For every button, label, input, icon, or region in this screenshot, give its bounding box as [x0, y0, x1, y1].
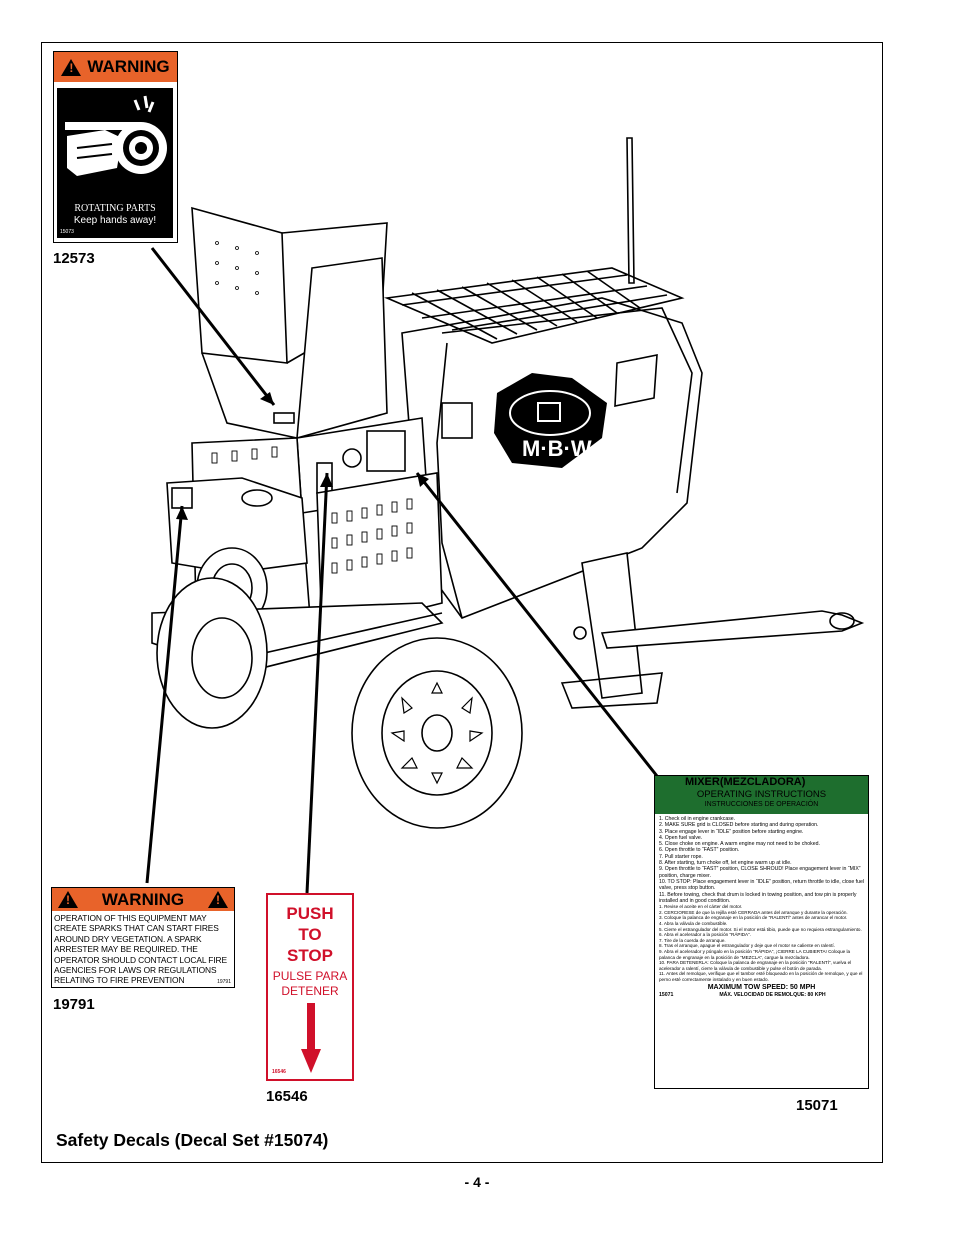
page-frame — [41, 42, 883, 1163]
decal-small-code: 19791 — [217, 979, 231, 985]
max-tow-speed: MAXIMUM TOW SPEED: 50 MPH — [707, 984, 816, 992]
warning-triangle-icon — [207, 891, 228, 908]
page-caption: Safety Decals (Decal Set #15074) — [56, 1130, 329, 1150]
warning-triangle-icon — [58, 891, 78, 908]
decal-operating-instructions: MIXER(MEZCLADORA) OPERATING INSTRUCTIONS… — [654, 775, 869, 1089]
instructions-header: MIXER(MEZCLADORA) OPERATING INSTRUCTIONS… — [655, 776, 868, 814]
pointer-16546 — [305, 472, 329, 894]
pulse-para-detener-text: PULSE PARA DETENER — [272, 969, 348, 998]
mbw-logo: M·B·W — [494, 373, 607, 468]
pole — [626, 137, 635, 284]
rotating-parts-panel: ROTATING PARTS Keep hands away! 15073 — [57, 88, 173, 238]
page-number: - 4 - — [464, 1174, 490, 1190]
decal-rotating-parts: WARNING ROTATING PARTS Keep hands away! … — [53, 51, 178, 243]
warning-triangle-icon — [61, 58, 82, 76]
push-to-stop-text: PUSH TO STOP — [286, 904, 334, 965]
warning-header: WARNING — [52, 888, 234, 911]
fire-warning-text: OPERATION OF THIS EQUIPMENT MAY CREATE S… — [54, 913, 227, 986]
decal-small-code: 15071 — [659, 992, 674, 999]
max-tow-speed-es: MÁX. VELOCIDAD DE REMOLQUE: 80 KPH — [719, 992, 826, 999]
pointer-12573 — [150, 247, 276, 406]
safety-grid — [384, 267, 685, 344]
svg-text:M·B·W: M·B·W — [522, 436, 592, 461]
down-arrow-icon — [301, 1003, 321, 1073]
part-number-12573: 12573 — [53, 250, 95, 267]
hand-pinch-point-icon — [65, 95, 167, 176]
part-number-15071: 15071 — [796, 1097, 838, 1114]
part-number-19791: 19791 — [53, 996, 95, 1013]
hopper — [191, 206, 288, 364]
engine — [166, 477, 308, 574]
pointer-15071 — [415, 472, 659, 777]
warning-header: WARNING — [54, 52, 177, 82]
pointer-19791 — [145, 505, 184, 884]
decal-small-code: 15073 — [60, 229, 74, 235]
tow-bar — [600, 610, 865, 649]
decal-push-to-stop: PUSH TO STOP PULSE PARA DETENER 16546 — [266, 893, 354, 1081]
part-number-16546: 16546 — [266, 1088, 308, 1105]
rotating-parts-text: ROTATING PARTS Keep hands away! — [57, 203, 173, 227]
instructions-list: 1. Check oil in engine crankcase. 2. MAK… — [659, 816, 865, 999]
decal-small-code: 16546 — [272, 1069, 286, 1075]
decal-fire-warning: WARNING OPERATION OF THIS EQUIPMENT MAY … — [51, 887, 235, 988]
mixer-illustration: M·B·W — [145, 137, 865, 894]
